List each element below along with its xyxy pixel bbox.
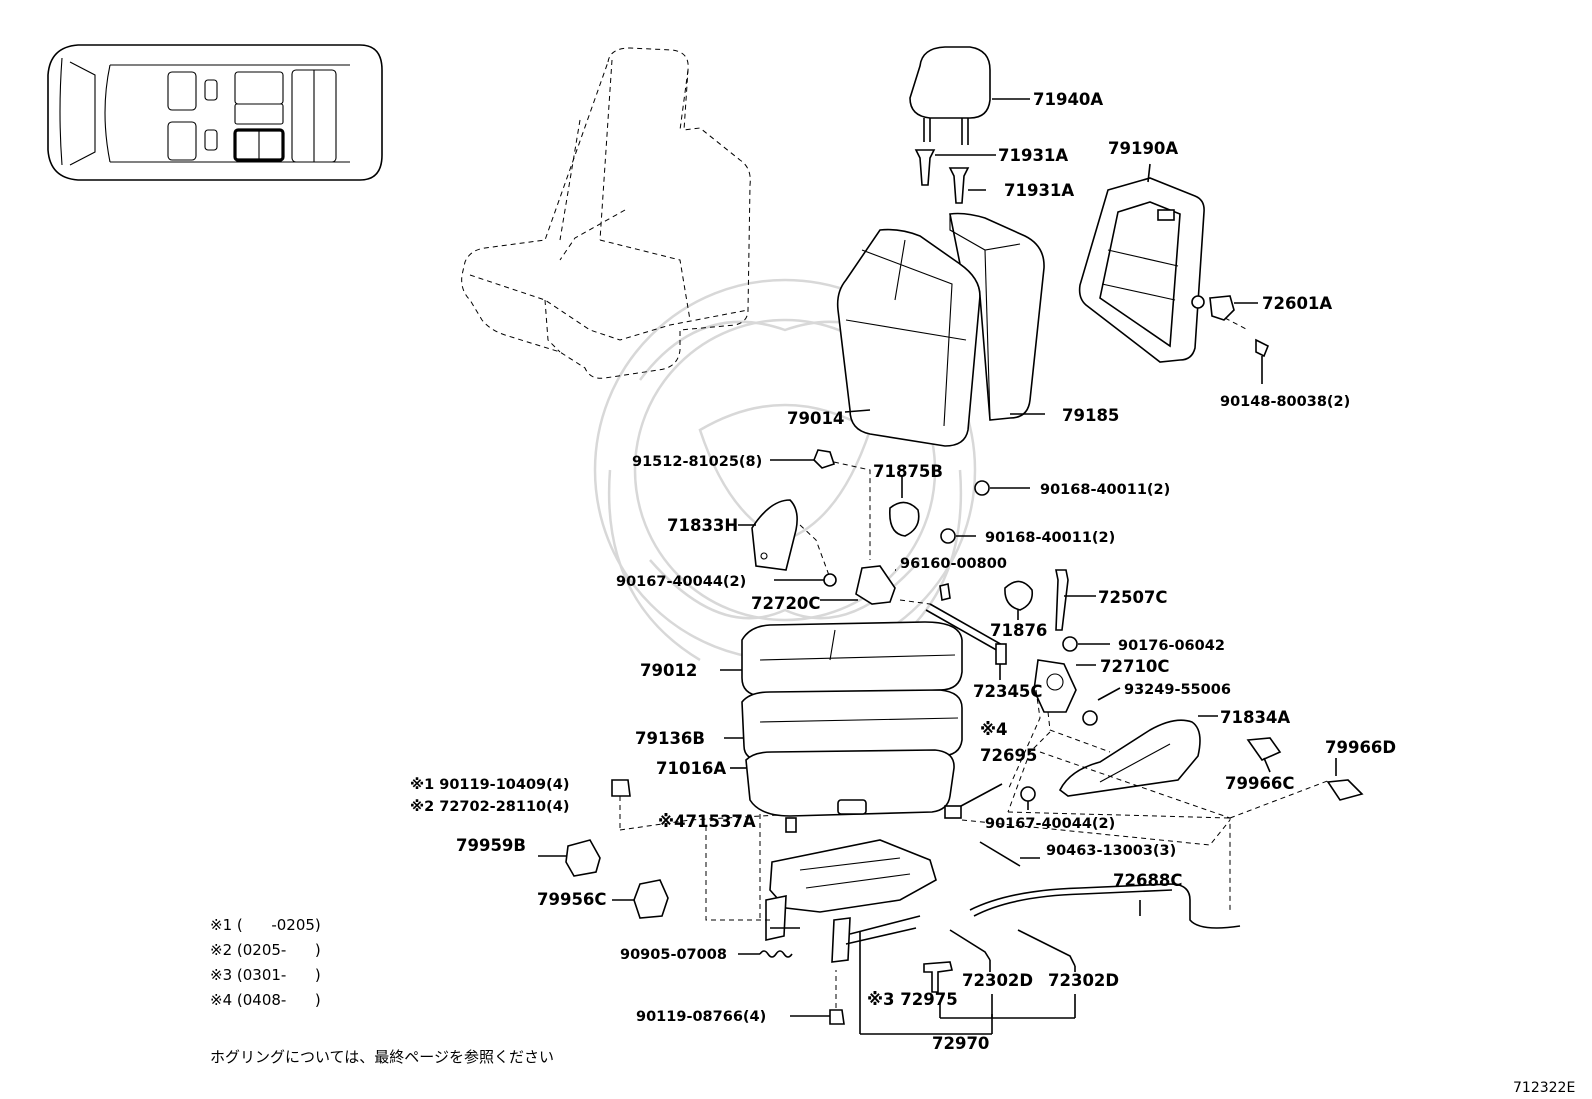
rail-cover-rear — [538, 839, 601, 877]
headrest-support — [914, 149, 996, 204]
vehicle-overview-diagram — [47, 44, 383, 181]
part-label: 72695 — [980, 746, 1037, 765]
recliner-bracket — [1191, 295, 1270, 384]
part-label: 72710C — [1100, 657, 1170, 676]
assembly-bracket — [859, 932, 1076, 1035]
seat-track-adjuster — [765, 839, 937, 963]
part-label: ※3 72975 — [867, 990, 958, 1009]
part-label: 72345C — [973, 682, 1043, 701]
recliner-cover-front — [1004, 580, 1034, 620]
bolt — [770, 449, 871, 560]
part-label: 72688C — [1113, 871, 1183, 890]
seatback-pad — [949, 212, 1045, 421]
part-label: 79956C — [537, 890, 607, 909]
part-label: 79014 — [787, 409, 844, 428]
part-label: 72601A — [1262, 294, 1332, 313]
part-label: 72302D — [1048, 971, 1119, 990]
recliner-mechanism — [820, 565, 951, 605]
part-label: 90168-40011(2) — [985, 530, 1115, 546]
part-label: 79185 — [1062, 406, 1119, 425]
part-label: 71876 — [990, 621, 1047, 640]
hinge-cover — [738, 499, 837, 587]
seatback-cover — [836, 228, 981, 447]
note-line: ※4 (0408- ) — [210, 991, 321, 1009]
part-label: 72507C — [1098, 588, 1168, 607]
part-label: 71834A — [1220, 708, 1290, 727]
part-label: 90167-40044(2) — [616, 574, 746, 590]
part-label: ※2 72702-28110(4) — [410, 799, 570, 815]
bolt — [1020, 786, 1036, 810]
part-label: 96160-00800 — [900, 556, 1007, 572]
part-label: 71940A — [1033, 90, 1103, 109]
lock-spring — [949, 929, 1076, 972]
nut — [1062, 636, 1110, 652]
part-label: ※4 — [980, 720, 1008, 739]
seat-pad-clip — [785, 817, 797, 833]
part-label: 72970 — [932, 1034, 989, 1053]
tension-spring — [738, 950, 793, 958]
recliner-cover-rear — [888, 476, 920, 537]
headrest — [909, 46, 1030, 145]
part-label: 72720C — [751, 594, 821, 613]
part-label: ※1 90119-10409(4) — [410, 777, 570, 793]
part-label: 71931A — [1004, 181, 1074, 200]
part-label: 79136B — [635, 729, 705, 748]
bolt — [611, 779, 631, 830]
connecting-rod — [925, 603, 1007, 680]
part-label: 79012 — [640, 661, 697, 680]
part-label: 93249-55006 — [1124, 682, 1231, 698]
notes-legend: ※1 ( -0205) ※2 (0205- ) ※3 (0301- ) ※4 (… — [210, 916, 321, 1009]
seat-cushion-frame — [730, 749, 955, 817]
clip — [944, 783, 1003, 819]
control-cable — [969, 883, 1241, 929]
seat-side-cover — [1058, 715, 1218, 797]
part-label: 90168-40011(2) — [1040, 482, 1170, 498]
pin — [979, 841, 1040, 867]
seatback-frame — [1078, 163, 1205, 363]
note-line: ※2 (0205- ) — [210, 941, 321, 959]
release-handle — [923, 961, 953, 993]
part-label: 71016A — [656, 759, 726, 778]
part-label: 90176-06042 — [1118, 638, 1225, 654]
part-label: 71931A — [998, 146, 1068, 165]
rail-cover-front — [612, 879, 669, 919]
seat-cushion-cover — [720, 621, 963, 697]
part-label: 79966C — [1225, 774, 1295, 793]
part-label: 90148-80038(2) — [1220, 394, 1350, 410]
leg-cover — [1246, 737, 1364, 801]
part-label: 90905-07008 — [620, 947, 727, 963]
part-label: 71833H — [667, 516, 738, 535]
footer-note: ホグリングについては、最終ページを参照ください — [210, 1048, 554, 1066]
diagram-code: 712322E — [1513, 1080, 1575, 1096]
part-label: 91512-81025(8) — [632, 454, 762, 470]
part-label: 79966D — [1325, 738, 1396, 757]
part-label: 72302D — [962, 971, 1033, 990]
part-label: 79190A — [1108, 139, 1178, 158]
lock-link — [1055, 569, 1096, 631]
part-label: 90119-08766(4) — [636, 1009, 766, 1025]
part-labels: 71940A 71931A 71931A 79190A 72601A 90148… — [410, 90, 1396, 1053]
part-label: 90463-13003(3) — [1046, 843, 1176, 859]
note-line: ※3 (0301- ) — [210, 966, 321, 984]
leader-lines — [619, 599, 1331, 921]
part-label: 71875B — [873, 462, 943, 481]
seat-assembly-outline — [461, 47, 751, 379]
recliner-mechanism-side — [1033, 659, 1111, 753]
bolt — [940, 480, 1030, 544]
part-label: 79959B — [456, 836, 526, 855]
part-label: ※471537A — [658, 812, 756, 831]
bolt — [1082, 687, 1121, 726]
note-line: ※1 ( -0205) — [210, 916, 321, 934]
part-label: 90167-40044(2) — [985, 816, 1115, 832]
bolt — [790, 970, 845, 1025]
